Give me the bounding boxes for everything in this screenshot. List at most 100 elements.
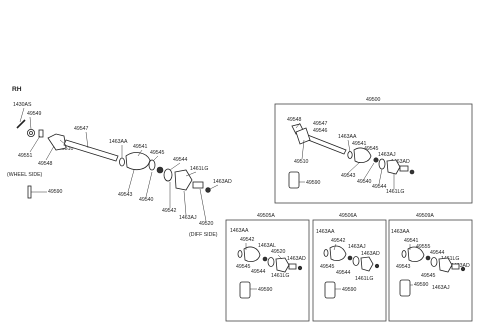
- box-c-label-1463aa: 1463AA: [316, 229, 335, 235]
- box-c-spider: [352, 256, 360, 266]
- box-49509a-title: 49509A: [416, 213, 434, 219]
- spider-assembly: [163, 168, 173, 182]
- part-label-49547: 49547: [74, 126, 89, 132]
- box-c-label-49545: 49545: [320, 264, 335, 270]
- box-a-leader-49540: [363, 162, 375, 180]
- box-d-circlip: [425, 255, 431, 261]
- box-49506a-title: 49506A: [339, 213, 357, 219]
- box-c-label-1463aj: 1463AJ: [348, 244, 366, 250]
- box-a-label-1463aa: 1463AA: [338, 134, 357, 140]
- leader-1430as: [19, 107, 25, 123]
- box-b-circlip: [262, 256, 268, 262]
- box-d-snap-ring: [460, 266, 466, 272]
- box-d-grease: [399, 279, 411, 297]
- box-a-circlip: [373, 157, 379, 163]
- box-c-label-49542: 49542: [331, 238, 346, 244]
- stub-shaft: [192, 181, 204, 189]
- box-b-leader-49520: [277, 254, 283, 260]
- box-a-label-49545: 49545: [364, 146, 379, 152]
- box-b-label-1461lg: 1461LG: [271, 273, 289, 279]
- box-49509a-frame: [388, 219, 473, 322]
- boot-band-small: [119, 157, 125, 167]
- part-label-1463aj: 1463AJ: [179, 215, 197, 221]
- box-49500: 49500 49548 49547 49546 1463AA 49541 495…: [274, 97, 473, 204]
- box-a-label-1463ad: 1463AD: [391, 159, 410, 165]
- box-a-label-49544: 49544: [372, 184, 387, 190]
- part-label-49548: 49548: [38, 161, 53, 167]
- box-a-grease: [288, 171, 300, 189]
- hub-nut-hole: [29, 131, 33, 135]
- box-c-grease: [324, 281, 336, 299]
- part-label-49542: 49542: [162, 208, 177, 214]
- box-49506a-frame: [312, 219, 387, 322]
- box-d-label-49544: 49544: [430, 250, 445, 256]
- box-a-label-1461lg: 1461LG: [386, 189, 404, 195]
- box-49500-frame: [274, 103, 473, 204]
- box-b-label-1463al: 1463AL: [258, 243, 276, 249]
- box-49505a-title: 49505A: [257, 213, 275, 219]
- box-b-stub: [288, 263, 297, 270]
- washer: [38, 129, 44, 138]
- box-a-label-49548: 49548: [287, 117, 302, 123]
- box-b-grease: [239, 281, 251, 299]
- boot: [125, 152, 151, 171]
- box-c-boot: [329, 245, 347, 261]
- box-d-boot: [407, 246, 425, 262]
- side-label: RH: [12, 86, 22, 93]
- box-a-snap-ring: [409, 169, 415, 175]
- box-d-label-1463aa: 1463AA: [391, 229, 410, 235]
- box-a-label-49540: 49540: [357, 179, 372, 185]
- leader-49540: [145, 171, 153, 198]
- box-b-spider: [267, 257, 275, 267]
- box-d-label-49590: 49590: [414, 282, 429, 288]
- part-label-49541: 49541: [133, 144, 148, 150]
- box-a-label-49541: 49541: [352, 141, 367, 147]
- box-d-label-1463aj: 1463AJ: [432, 285, 450, 291]
- box-a-leader-49510: [301, 139, 305, 160]
- box-a-label-49590: 49590: [306, 180, 321, 186]
- part-label-1461lg: 1461LG: [190, 166, 208, 172]
- box-a-stub: [399, 165, 409, 172]
- box-a-outer-joint: [295, 127, 311, 145]
- box-d-band-small: [401, 250, 407, 258]
- part-label-49551: 49551: [18, 153, 33, 159]
- leader-49541: [137, 149, 143, 157]
- box-c-label-1461lg: 1461LG: [355, 276, 373, 282]
- box-c-inner-joint: [360, 256, 374, 272]
- box-b-label-49545: 49545: [236, 264, 251, 270]
- boot-band-large: [148, 159, 156, 171]
- box-a-label-49510: 49510: [294, 159, 309, 165]
- part-label-49543: 49543: [118, 192, 133, 198]
- leader-49545: [153, 155, 159, 161]
- box-a-leader-49544: [378, 168, 383, 185]
- box-c-band-small: [323, 249, 329, 257]
- box-b-label-1463ad: 1463AD: [287, 256, 306, 262]
- box-a-inner-joint: [386, 159, 401, 175]
- box-c-circlip: [347, 255, 353, 261]
- main-assembly: RH 1430AS 49549 49551 49548 49510 49547 …: [7, 86, 232, 238]
- part-label-49510: 49510: [59, 146, 74, 152]
- box-d-label-1461lg: 1461LG: [441, 256, 459, 262]
- box-b-inner-joint: [275, 257, 290, 273]
- snap-ring: [205, 187, 211, 193]
- leader-49548: [45, 145, 55, 161]
- box-a-label-49543: 49543: [341, 173, 356, 179]
- box-d-label-1463ad: 1463AD: [451, 263, 470, 269]
- leader-49510: [59, 139, 67, 146]
- box-d-label-49541: 49541: [404, 238, 419, 244]
- box-a-spider: [378, 158, 386, 170]
- leader-1461lg: [185, 171, 197, 177]
- part-label-1463aa: 1463AA: [109, 139, 128, 145]
- part-label-49590: 49590: [48, 189, 63, 195]
- box-c-snap-ring: [374, 263, 380, 269]
- box-d-stub: [451, 263, 460, 270]
- part-label-1430as: 1430AS: [13, 102, 32, 108]
- leader-49520: [199, 188, 207, 222]
- part-label-1463ad: 1463AD: [213, 179, 232, 185]
- box-d-inner-joint: [438, 257, 453, 273]
- drive-shaft: [63, 139, 119, 162]
- box-a-label-49547: 49547: [313, 121, 328, 127]
- leader-49551: [29, 135, 41, 153]
- box-d-spider: [430, 257, 438, 267]
